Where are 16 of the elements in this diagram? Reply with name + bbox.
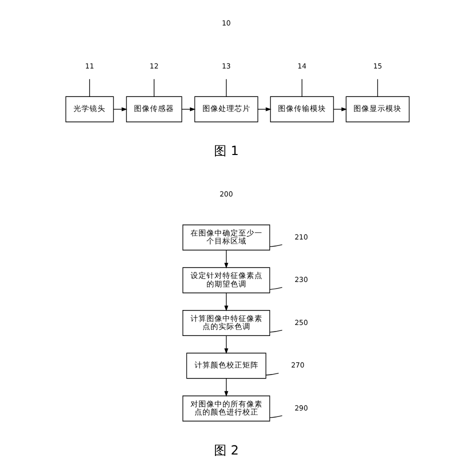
connector xyxy=(376,78,378,97)
arrow xyxy=(224,335,228,354)
connector xyxy=(269,287,282,290)
connector xyxy=(153,78,154,97)
connector xyxy=(301,78,302,97)
connector xyxy=(265,372,278,376)
arrow xyxy=(224,378,228,397)
arrow xyxy=(224,250,228,269)
connector xyxy=(88,78,90,97)
arrow xyxy=(224,292,228,312)
label: 图 1 xyxy=(213,143,238,158)
label: 图 2 xyxy=(213,442,238,458)
connector xyxy=(269,415,282,418)
connector xyxy=(269,330,282,333)
connector xyxy=(225,78,226,97)
connector xyxy=(269,244,282,248)
